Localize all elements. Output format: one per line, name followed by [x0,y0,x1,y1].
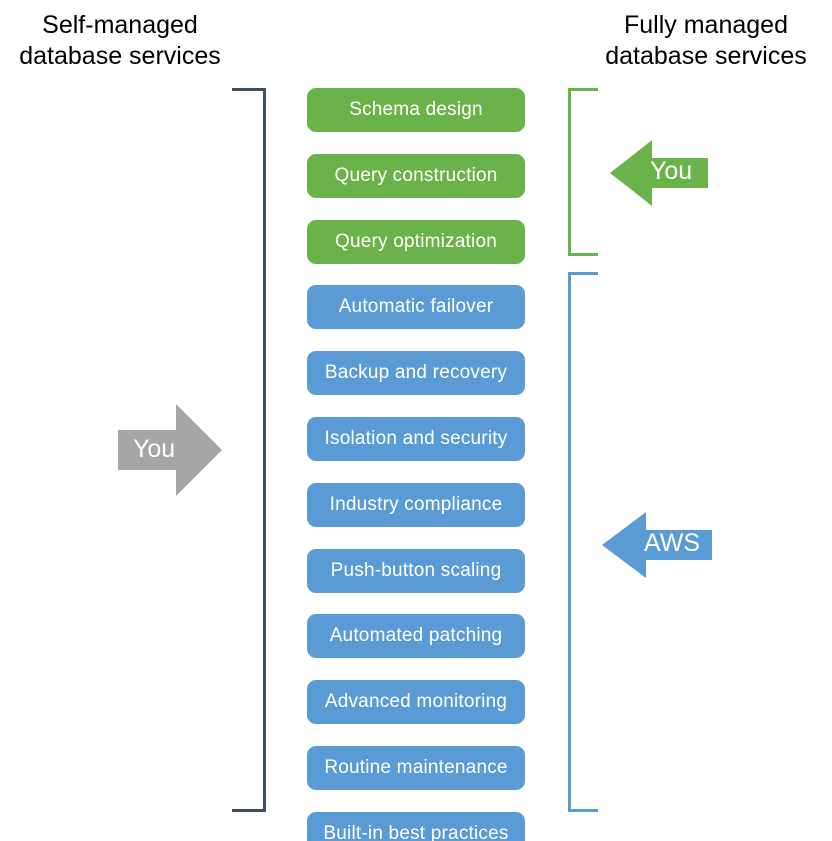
arrow-you-self-managed: You [118,404,222,496]
responsibility-box[interactable]: Query optimization [307,219,525,264]
header-fully-managed: Fully managed database services [605,11,807,70]
arrow-left-icon [602,512,712,578]
responsibility-box[interactable]: Isolation and security [307,417,525,461]
responsibility-box[interactable]: Backup and recovery [307,351,525,396]
arrow-you-self-managed-label: You [133,435,176,463]
header-self-managed: Self-managed database services [19,11,221,70]
arrow-aws: AWS [602,512,712,578]
responsibility-box[interactable]: Advanced monitoring [307,680,525,725]
responsibility-box[interactable]: Automatic failover [307,285,525,330]
arrow-aws-label: AWS [644,529,701,557]
bracket-aws-responsibility [568,272,598,812]
responsibility-box[interactable]: Routine maintenance [307,746,525,790]
bracket-self-managed [232,88,266,812]
arrow-you-fully-managed-label: You [650,157,693,185]
responsibility-box[interactable]: Push-button scaling [307,548,525,593]
responsibility-box[interactable]: Automated patching [307,614,525,659]
responsibility-box[interactable]: Schema design [307,88,525,132]
arrow-you-fully-managed: You [610,140,708,206]
arrow-left-icon [610,140,708,206]
responsibility-box[interactable]: Industry compliance [307,482,525,527]
arrow-right-icon [118,404,222,496]
responsibility-box[interactable]: Query construction [307,153,525,198]
bracket-customer-responsibility [568,88,598,256]
responsibility-box[interactable]: Built-in best practices [307,811,525,841]
